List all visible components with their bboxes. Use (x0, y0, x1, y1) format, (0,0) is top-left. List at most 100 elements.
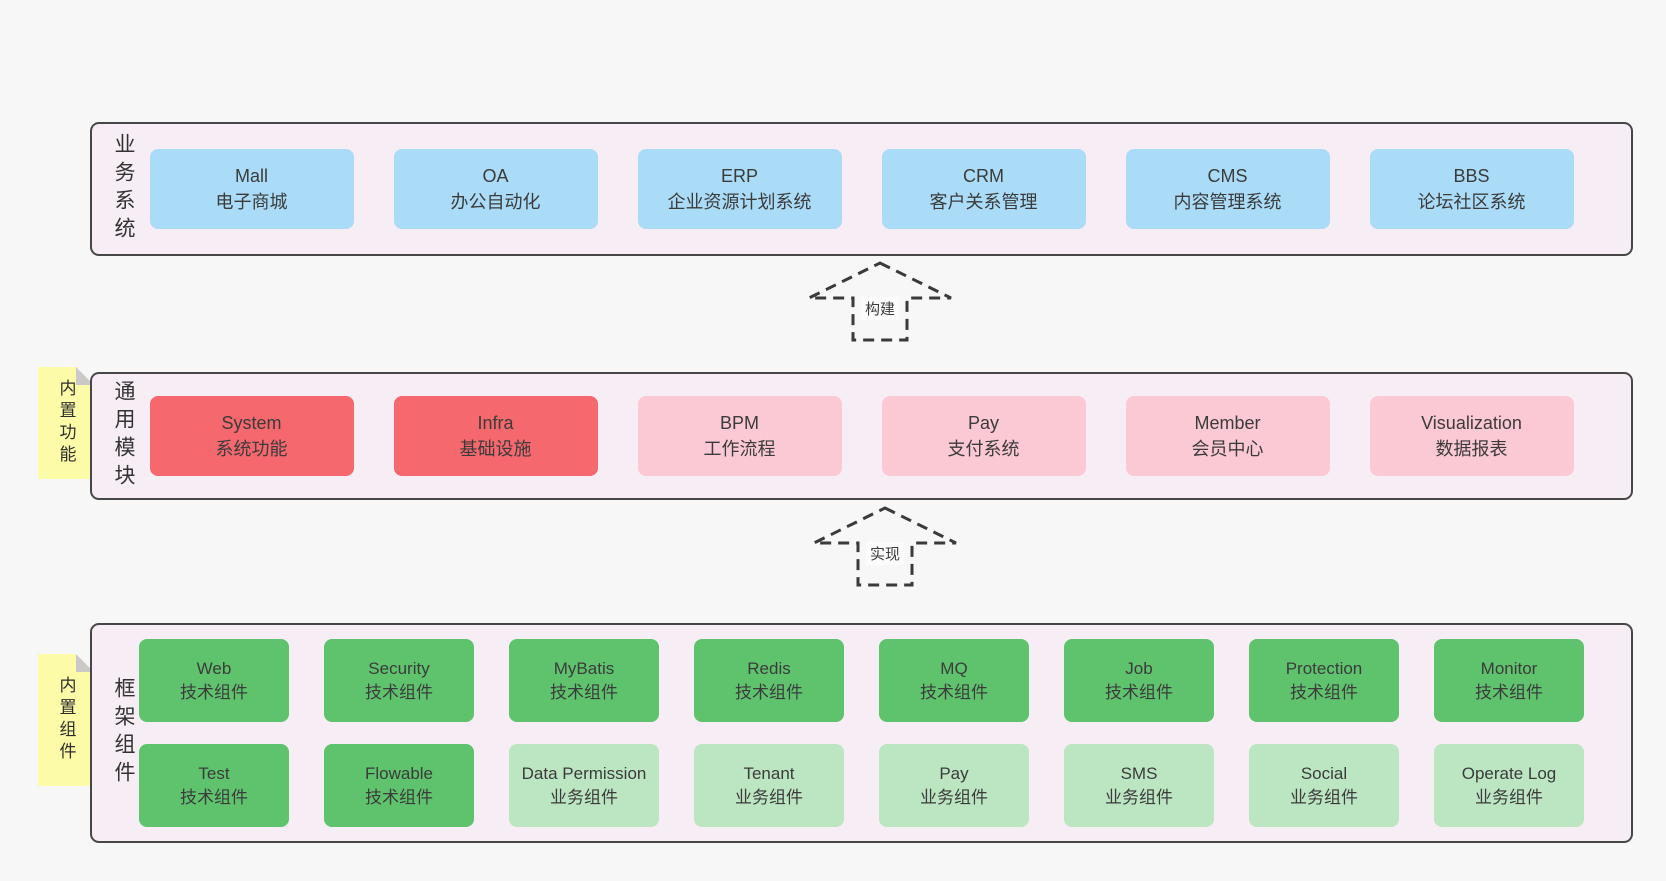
node-subtitle: 客户关系管理 (929, 192, 1038, 212)
node-monitor: Monitor 技术组件 (1434, 639, 1584, 722)
node-title: CMS (1207, 166, 1248, 186)
node-subtitle: 论坛社区系统 (1417, 192, 1526, 212)
layer-label: 通用模块 (112, 380, 135, 492)
node-sms: SMS 业务组件 (1064, 744, 1214, 827)
node-title: ERP (720, 166, 758, 186)
node-subtitle: 业务组件 (1105, 787, 1173, 807)
layer-label: 业务系统 (112, 133, 135, 245)
node-row: Test 技术组件 Flowable 技术组件 Data Permission … (92, 744, 1631, 827)
node-title: Data Permission (521, 763, 647, 783)
node-subtitle: 技术组件 (365, 787, 433, 807)
node-redis: Redis 技术组件 (694, 639, 844, 722)
node-subtitle: 技术组件 (180, 682, 248, 702)
node-title: Member (1194, 413, 1261, 433)
node-subtitle: 技术组件 (920, 682, 988, 702)
node-subtitle: 办公自动化 (450, 192, 541, 212)
node-tenant: Tenant 业务组件 (694, 744, 844, 827)
node-subtitle: 支付系统 (947, 439, 1020, 459)
layer-business-systems: 业务系统 Mall 电子商城 OA 办公自动化 ERP 企业资源计划系统 CRM… (90, 122, 1633, 256)
node-member: Member 会员中心 (1125, 396, 1330, 476)
node-subtitle: 业务组件 (1290, 787, 1358, 807)
node-title: Flowable (364, 763, 434, 783)
layer-framework-components: 框架组件 Web 技术组件 Security 技术组件 MyBatis 技术组件… (90, 623, 1633, 843)
arrow-implement: 实现 (810, 506, 960, 588)
node-title: MQ (940, 658, 968, 678)
node-subtitle: 技术组件 (735, 682, 803, 702)
layer-common-modules: 通用模块 System 系统功能 Infra 基础设施 BPM 工作流程 Pay… (90, 372, 1633, 500)
node-subtitle: 技术组件 (1290, 682, 1358, 702)
node-job: Job 技术组件 (1064, 639, 1214, 722)
node-row: System 系统功能 Infra 基础设施 BPM 工作流程 Pay 支付系统… (92, 396, 1631, 476)
node-crm: CRM 客户关系管理 (881, 149, 1086, 229)
node-pay-component: Pay 业务组件 (879, 744, 1029, 827)
node-erp: ERP 企业资源计划系统 (637, 149, 842, 229)
node-title: Social (1300, 763, 1348, 783)
node-cms: CMS 内容管理系统 (1125, 149, 1330, 229)
node-title: OA (482, 166, 509, 186)
node-title: BPM (719, 413, 759, 433)
node-title: MyBatis (553, 658, 615, 678)
node-title: Test (198, 763, 230, 783)
layer-rows: System 系统功能 Infra 基础设施 BPM 工作流程 Pay 支付系统… (92, 374, 1631, 498)
node-subtitle: 业务组件 (735, 787, 803, 807)
node-title: Security (368, 658, 430, 678)
node-mq: MQ 技术组件 (879, 639, 1029, 722)
node-title: System (221, 413, 282, 433)
node-bpm: BPM 工作流程 (637, 396, 842, 476)
node-subtitle: 内容管理系统 (1173, 192, 1282, 212)
node-title: SMS (1120, 763, 1158, 783)
node-title: Infra (477, 413, 514, 433)
node-subtitle: 业务组件 (550, 787, 618, 807)
sticky-note-builtin-features: 内置功能 (38, 367, 94, 479)
node-mybatis: MyBatis 技术组件 (509, 639, 659, 722)
node-row: Mall 电子商城 OA 办公自动化 ERP 企业资源计划系统 CRM 客户关系… (92, 149, 1631, 229)
node-title: CRM (963, 166, 1004, 186)
node-system: System 系统功能 (149, 396, 354, 476)
node-title: Web (196, 658, 232, 678)
node-bbs: BBS 论坛社区系统 (1369, 149, 1574, 229)
node-title: Pay (967, 413, 1000, 433)
node-subtitle: 会员中心 (1191, 439, 1264, 459)
node-subtitle: 技术组件 (1105, 682, 1173, 702)
node-row: Web 技术组件 Security 技术组件 MyBatis 技术组件 Redi… (92, 639, 1631, 722)
node-subtitle: 系统功能 (215, 439, 288, 459)
node-subtitle: 技术组件 (550, 682, 618, 702)
layer-label: 框架组件 (112, 677, 135, 789)
node-data-permission: Data Permission 业务组件 (509, 744, 659, 827)
arrow-label: 构建 (860, 297, 900, 320)
node-subtitle: 企业资源计划系统 (667, 192, 812, 212)
node-mall: Mall 电子商城 (149, 149, 354, 229)
node-title: Job (1125, 658, 1153, 678)
node-title: Visualization (1421, 413, 1522, 433)
node-subtitle: 业务组件 (920, 787, 988, 807)
node-title: Mall (234, 166, 268, 186)
sticky-note-text: 内置功能 (56, 379, 76, 467)
node-flowable: Flowable 技术组件 (324, 744, 474, 827)
up-arrow-icon (808, 261, 952, 342)
node-subtitle: 技术组件 (1475, 682, 1543, 702)
node-subtitle: 技术组件 (365, 682, 433, 702)
node-test: Test 技术组件 (139, 744, 289, 827)
node-social: Social 业务组件 (1249, 744, 1399, 827)
node-protection: Protection 技术组件 (1249, 639, 1399, 722)
node-title: Protection (1285, 658, 1363, 678)
node-pay-system: Pay 支付系统 (881, 396, 1086, 476)
node-subtitle: 基础设施 (459, 439, 532, 459)
node-subtitle: 业务组件 (1475, 787, 1543, 807)
layer-rows: Mall 电子商城 OA 办公自动化 ERP 企业资源计划系统 CRM 客户关系… (92, 124, 1631, 254)
node-web: Web 技术组件 (139, 639, 289, 722)
sticky-note-builtin-components: 内置组件 (38, 654, 94, 786)
node-title: Tenant (743, 763, 795, 783)
node-title: Pay (939, 763, 969, 783)
node-oa: OA 办公自动化 (393, 149, 598, 229)
node-subtitle: 电子商城 (215, 192, 288, 212)
node-title: Monitor (1480, 658, 1538, 678)
node-title: Redis (747, 658, 791, 678)
node-subtitle: 工作流程 (703, 439, 776, 459)
up-arrow-icon (813, 506, 957, 587)
node-security: Security 技术组件 (324, 639, 474, 722)
sticky-note-text: 内置组件 (56, 676, 76, 764)
arrow-label: 实现 (865, 542, 905, 565)
node-subtitle: 技术组件 (180, 787, 248, 807)
